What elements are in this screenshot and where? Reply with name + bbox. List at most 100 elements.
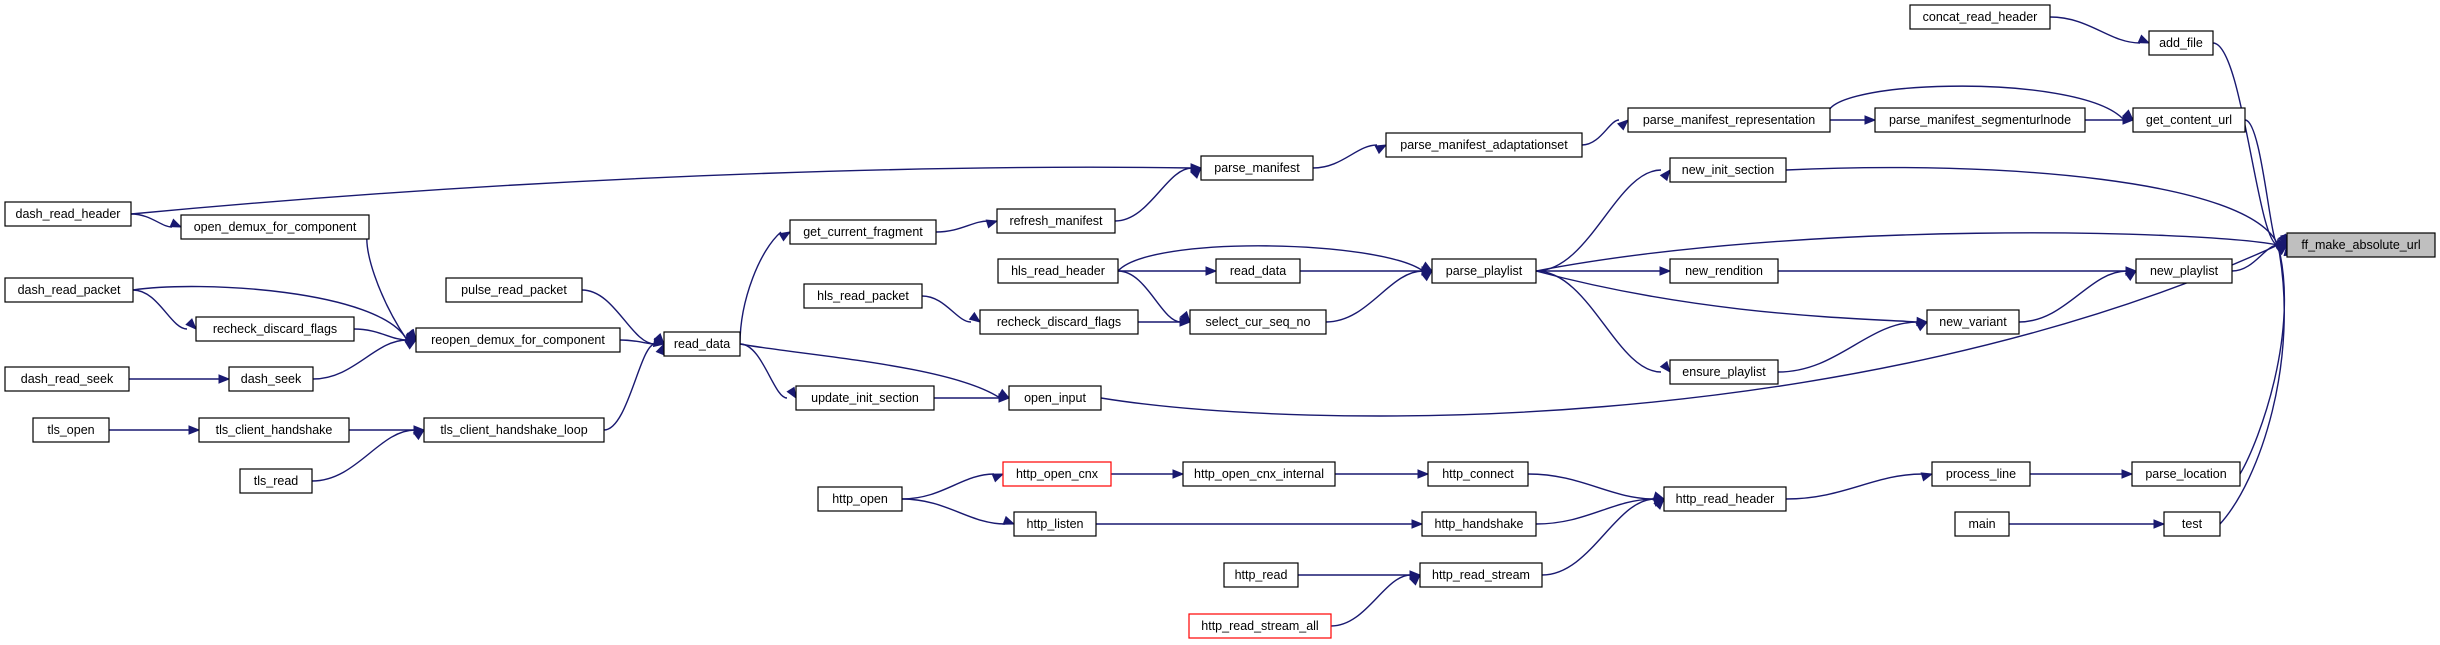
edge-read_data_hls-to-parse_playlist: [1299, 266, 1434, 276]
node-label-add-file: add_file: [2159, 36, 2203, 50]
node-http-read-stream-all[interactable]: http_read_stream_all: [1188, 613, 1332, 639]
node-new-rendition[interactable]: new_rendition: [1669, 258, 1779, 284]
node-label-parse-manifest-adaptationset: parse_manifest_adaptationset: [1400, 138, 1568, 152]
edge-http_connect-to-http_read_header: [1527, 473, 1666, 501]
node-label-tls-open: tls_open: [47, 423, 94, 437]
node-add-file[interactable]: add_file: [2148, 30, 2214, 56]
edge-parse_manifest-to-parse_manifest_adaptationset: [1312, 144, 1388, 169]
node-label-parse-location: parse_location: [2145, 467, 2226, 481]
node-read-data[interactable]: read_data: [663, 331, 741, 357]
node-label-http-read-header: http_read_header: [1676, 492, 1775, 506]
edge-get_current_fragment-to-refresh_manifest: [935, 219, 999, 233]
node-label-update-init-section: update_init_section: [811, 391, 919, 405]
node-dash-read-packet[interactable]: dash_read_packet: [4, 277, 134, 303]
node-http-open[interactable]: http_open: [817, 486, 903, 512]
node-label-new-rendition: new_rendition: [1685, 264, 1763, 278]
node-http-open-cnx-internal[interactable]: http_open_cnx_internal: [1182, 461, 1336, 487]
node-open-demux-for-component[interactable]: open_demux_for_component: [180, 214, 370, 240]
node-concat-read-header[interactable]: concat_read_header: [1909, 4, 2051, 30]
node-parse-manifest[interactable]: parse_manifest: [1200, 155, 1314, 181]
node-ensure-playlist[interactable]: ensure_playlist: [1669, 359, 1779, 385]
node-http-read[interactable]: http_read: [1223, 562, 1299, 588]
node-open-input[interactable]: open_input: [1008, 385, 1102, 411]
node-http-read-stream[interactable]: http_read_stream: [1419, 562, 1543, 588]
node-label-http-read-stream: http_read_stream: [1432, 568, 1530, 582]
node-parse-manifest-adaptationset[interactable]: parse_manifest_adaptationset: [1385, 132, 1583, 158]
node-label-dash-read-packet: dash_read_packet: [18, 283, 121, 297]
edge-recheck_discard_flags_dash-to-reopen_demux_for_component: [353, 328, 418, 342]
node-label-dash-seek: dash_seek: [241, 372, 302, 386]
node-parse-manifest-segmenturlnode[interactable]: parse_manifest_segmenturlnode: [1874, 107, 2086, 133]
node-label-tls-client-handshake: tls_client_handshake: [216, 423, 333, 437]
node-get-content-url[interactable]: get_content_url: [2132, 107, 2246, 133]
node-label-process-line: process_line: [1946, 467, 2016, 481]
node-label-test: test: [2182, 517, 2203, 531]
node-label-pulse-read-packet: pulse_read_packet: [461, 283, 567, 297]
node-dash-read-header[interactable]: dash_read_header: [4, 201, 132, 227]
node-hls-read-packet[interactable]: hls_read_packet: [803, 283, 923, 309]
edge-new_variant-to-new_playlist: [2018, 270, 2138, 323]
node-label-new-variant: new_variant: [1939, 315, 2007, 329]
edge-http_listen-to-http_handshake: [1096, 519, 1424, 529]
node-refresh-manifest[interactable]: refresh_manifest: [996, 208, 1116, 234]
node-label-http-read-stream-all: http_read_stream_all: [1201, 619, 1318, 633]
node-process-line[interactable]: process_line: [1931, 461, 2031, 487]
node-pulse-read-packet[interactable]: pulse_read_packet: [445, 277, 583, 303]
node-reopen-demux-for-component[interactable]: reopen_demux_for_component: [415, 327, 621, 353]
node-label-read-data: read_data: [674, 337, 730, 351]
edge-dash_seek-to-reopen_demux_for_component: [312, 339, 418, 380]
node-main[interactable]: main: [1954, 511, 2010, 537]
node-label-parse-manifest-representation: parse_manifest_representation: [1643, 113, 1815, 127]
node-label-read-data-hls: read_data: [1230, 264, 1286, 278]
node-label-concat-read-header: concat_read_header: [1923, 10, 2038, 24]
edge-read_data-to-get_current_fragment: [739, 231, 792, 345]
node-parse-location[interactable]: parse_location: [2131, 461, 2241, 487]
edge-tls_read-to-tls_client_handshake_loop: [311, 429, 426, 482]
node-parse-manifest-representation[interactable]: parse_manifest_representation: [1627, 107, 1831, 133]
node-dash-seek[interactable]: dash_seek: [228, 366, 314, 392]
edge-parse_playlist-to-new_rendition: [1535, 266, 1672, 276]
node-new-variant[interactable]: new_variant: [1926, 309, 2020, 335]
node-label-main: main: [1968, 517, 1995, 531]
node-parse-playlist[interactable]: parse_playlist: [1431, 258, 1537, 284]
node-tls-open[interactable]: tls_open: [32, 417, 110, 443]
node-new-playlist[interactable]: new_playlist: [2135, 258, 2233, 284]
edge-dash_read_header-to-open_demux_for_component: [130, 213, 183, 228]
edge-dash_read_header-to-parse_manifest: [130, 163, 1203, 215]
node-get-current-fragment[interactable]: get_current_fragment: [789, 219, 937, 245]
node-recheck-discard-flags-dash[interactable]: recheck_discard_flags: [195, 316, 355, 342]
node-http-read-header[interactable]: http_read_header: [1663, 486, 1787, 512]
edge-dash_read_packet-to-recheck_discard_flags_dash: [132, 289, 197, 330]
node-label-open-input: open_input: [1024, 391, 1086, 405]
node-label-http-handshake: http_handshake: [1435, 517, 1524, 531]
node-tls-read[interactable]: tls_read: [239, 468, 313, 494]
node-label-http-open-cnx-internal: http_open_cnx_internal: [1194, 467, 1324, 481]
node-test[interactable]: test: [2163, 511, 2221, 537]
node-http-connect[interactable]: http_connect: [1427, 461, 1529, 487]
node-label-open-demux-for-component: open_demux_for_component: [194, 220, 357, 234]
edge-main-to-test: [2009, 519, 2166, 529]
edge-http_read_header-to-process_line: [1785, 472, 1934, 500]
node-update-init-section[interactable]: update_init_section: [795, 385, 935, 411]
node-new-init-section[interactable]: new_init_section: [1669, 157, 1787, 183]
node-tls-client-handshake-loop[interactable]: tls_client_handshake_loop: [423, 417, 605, 443]
node-label-tls-read: tls_read: [254, 474, 299, 488]
node-label-hls-read-header: hls_read_header: [1011, 264, 1105, 278]
edge-pulse_read_packet-to-read_data: [581, 289, 665, 345]
node-label-http-listen: http_listen: [1027, 517, 1084, 531]
node-label-reopen-demux-for-component: reopen_demux_for_component: [431, 333, 605, 347]
edge-hls_read_header-to-select_cur_seq_no: [1117, 270, 1191, 324]
node-tls-client-handshake[interactable]: tls_client_handshake: [198, 417, 350, 443]
node-dash-read-seek[interactable]: dash_read_seek: [4, 366, 130, 392]
node-read-data-hls[interactable]: read_data: [1215, 258, 1301, 284]
node-label-select-cur-seq-no: select_cur_seq_no: [1206, 315, 1311, 329]
node-recheck-discard-flags-hls[interactable]: recheck_discard_flags: [979, 309, 1139, 335]
node-http-handshake[interactable]: http_handshake: [1421, 511, 1537, 537]
node-http-open-cnx[interactable]: http_open_cnx: [1002, 461, 1112, 487]
node-hls-read-header[interactable]: hls_read_header: [997, 258, 1119, 284]
edge-parse_manifest_adaptationset-to-parse_manifest_representation: [1581, 119, 1629, 146]
edge-read_data-to-update_init_section: [739, 343, 797, 400]
node-http-listen[interactable]: http_listen: [1013, 511, 1097, 537]
node-select-cur-seq-no[interactable]: select_cur_seq_no: [1189, 309, 1327, 335]
edge-concat_read_header-to-add_file: [2049, 16, 2151, 44]
